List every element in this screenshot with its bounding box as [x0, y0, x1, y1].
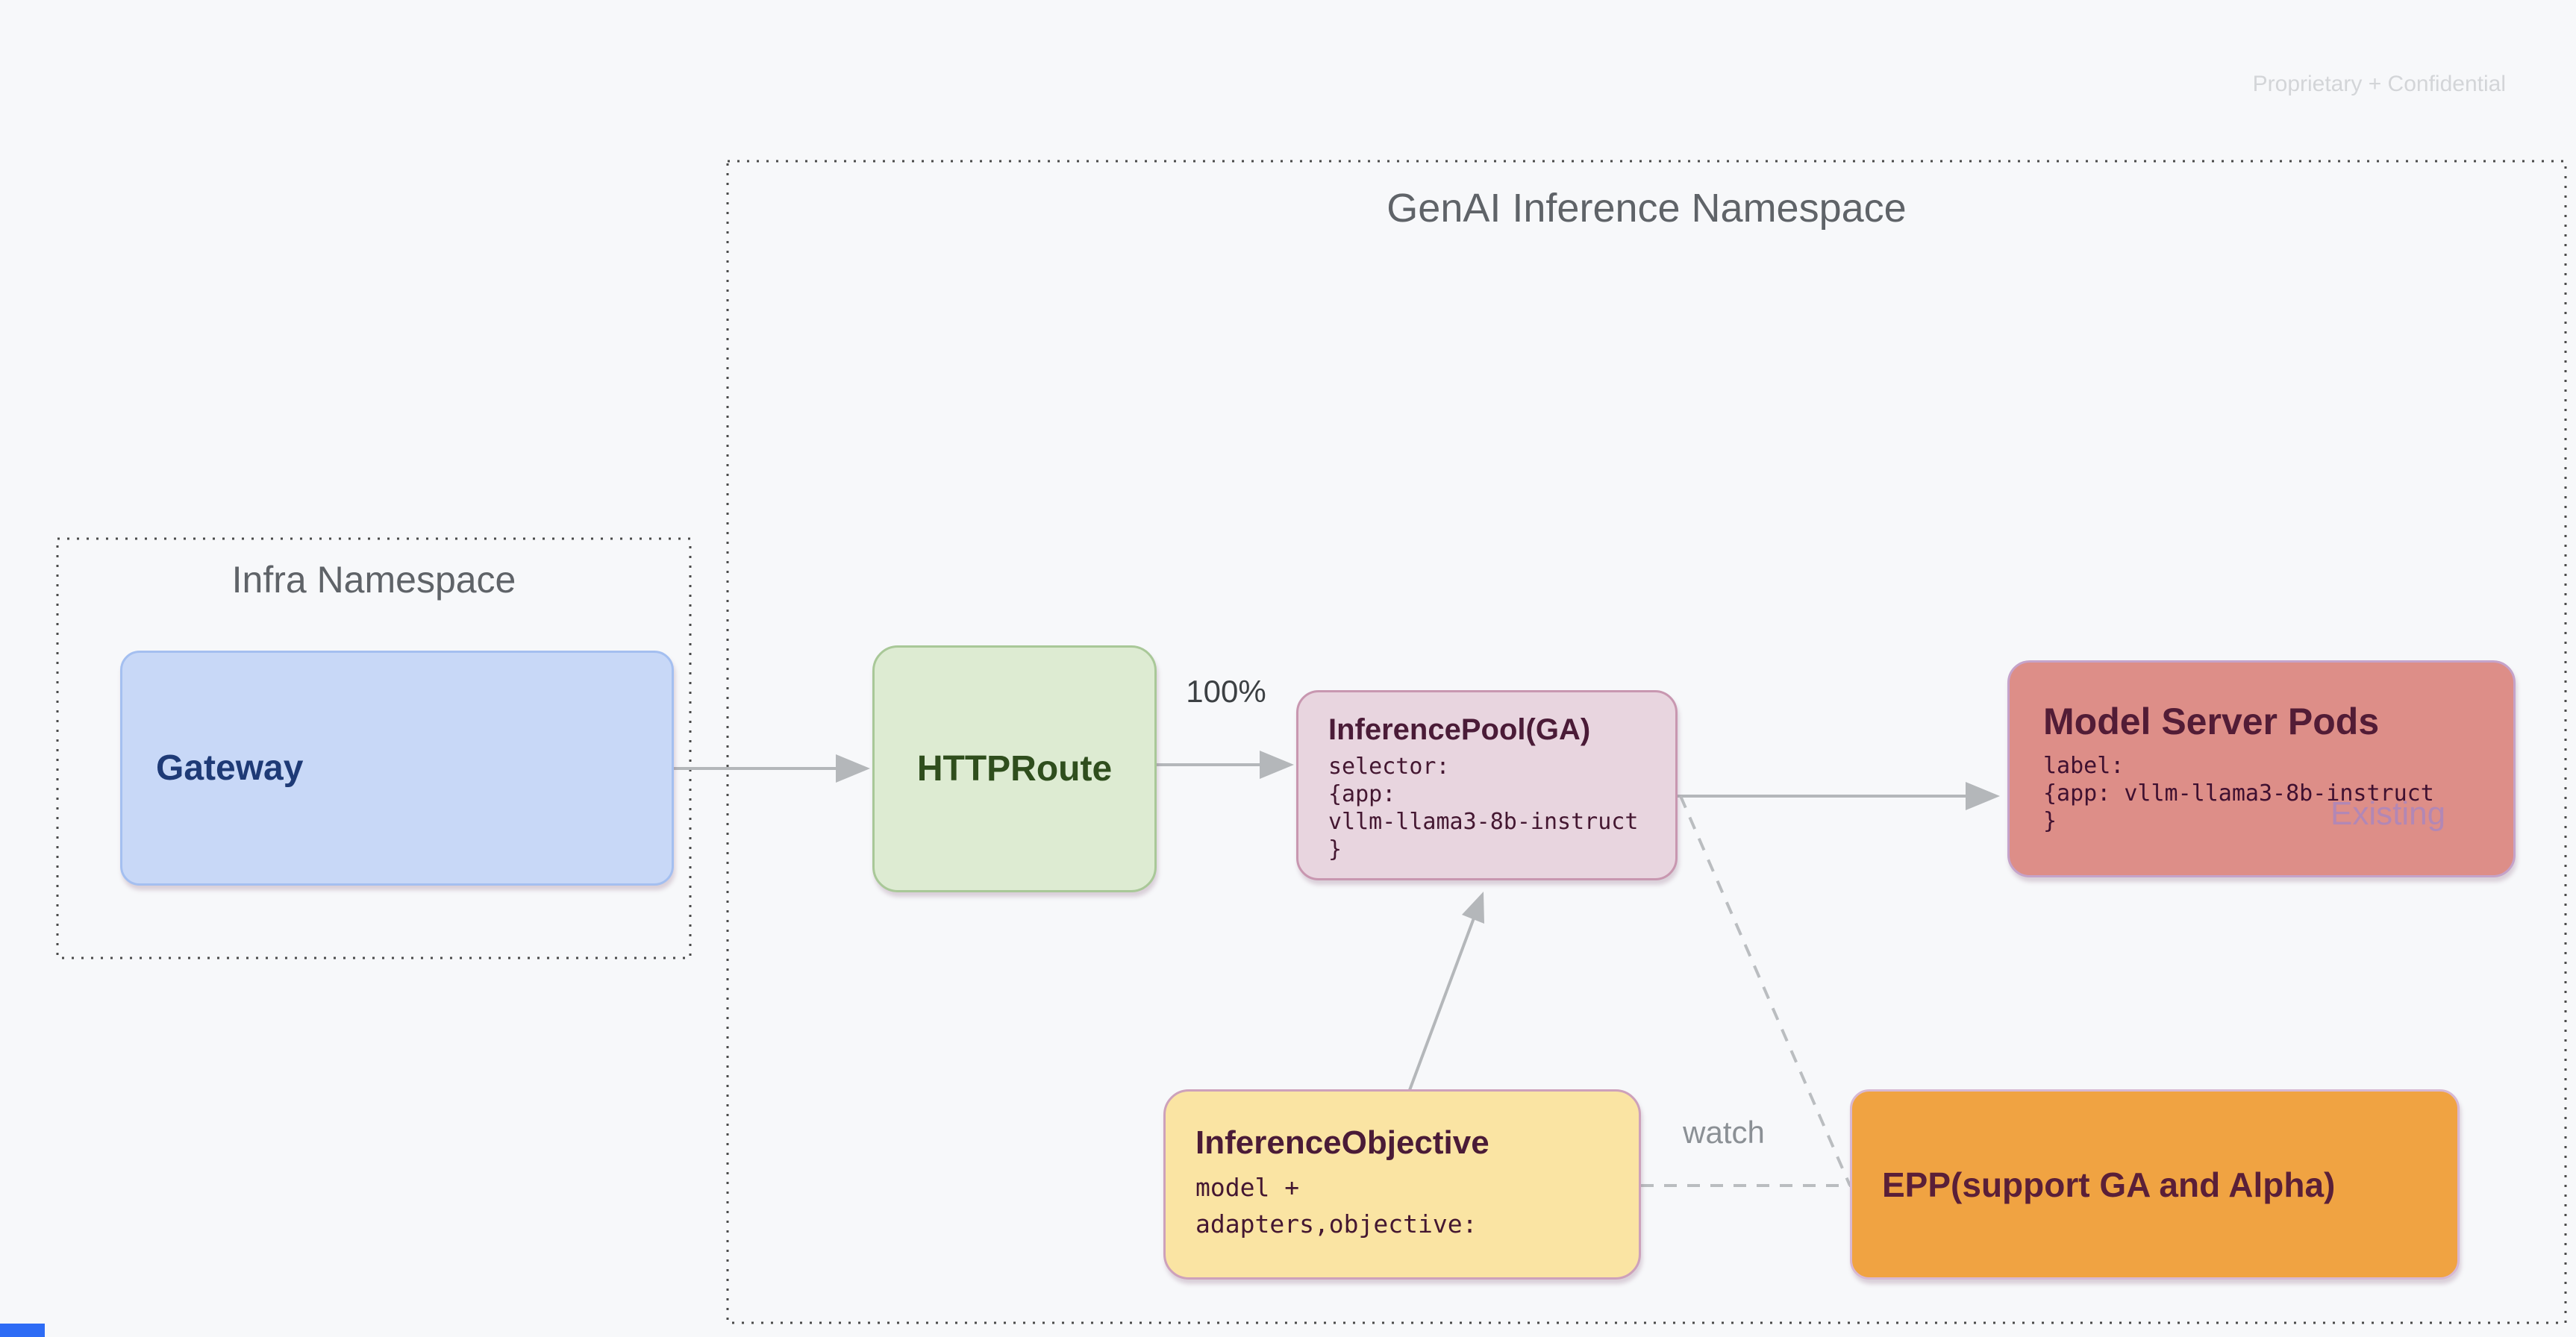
gateway-node: Gateway — [120, 651, 674, 886]
edge-objective-to-pool — [1408, 915, 1476, 1091]
inference-pool-selector-code: selector: {app: vllm-llama3-8b-instruct … — [1328, 754, 1639, 862]
existing-badge: Existing — [2330, 795, 2446, 832]
watch-label: watch — [1683, 1115, 1765, 1150]
arrowhead-pool — [1260, 751, 1294, 779]
inference-objective-code: model + adapters,objective: — [1195, 1173, 1478, 1239]
gateway-label: Gateway — [156, 748, 304, 788]
httproute-node: HTTPRoute — [872, 645, 1157, 892]
bottom-left-accent-bar — [0, 1324, 45, 1337]
inference-objective-node: InferenceObjective model + adapters,obje… — [1163, 1089, 1641, 1280]
httproute-label: HTTPRoute — [916, 749, 1113, 789]
traffic-percent-label: 100% — [1186, 674, 1266, 709]
confidentiality-note: Proprietary + Confidential — [2252, 72, 2506, 96]
model-server-pods-node: Model Server Pods label: {app: vllm-llam… — [2007, 660, 2516, 877]
arrowhead-httproute — [836, 754, 870, 783]
arrowhead-pods — [1966, 782, 2000, 810]
infra-namespace-title: Infra Namespace — [231, 559, 516, 601]
inference-objective-title: InferenceObjective — [1195, 1124, 1489, 1161]
epp-label: EPP(support GA and Alpha) — [1882, 1165, 2336, 1204]
epp-node: EPP(support GA and Alpha) — [1850, 1089, 2460, 1280]
genai-namespace-title: GenAI Inference Namespace — [1387, 186, 1907, 231]
inference-pool-title: InferencePool(GA) — [1328, 713, 1591, 746]
arrowhead-objective-pool — [1462, 892, 1484, 924]
model-server-pods-label-code: label: {app: vllm-llama3-8b-instruct } — [2043, 753, 2434, 834]
infra-namespace-border — [56, 537, 692, 959]
model-server-pods-title: Model Server Pods — [2043, 701, 2380, 742]
inference-pool-node: InferencePool(GA) selector: {app: vllm-l… — [1296, 690, 1678, 880]
edge-epp-watch-pool — [1679, 795, 1851, 1186]
